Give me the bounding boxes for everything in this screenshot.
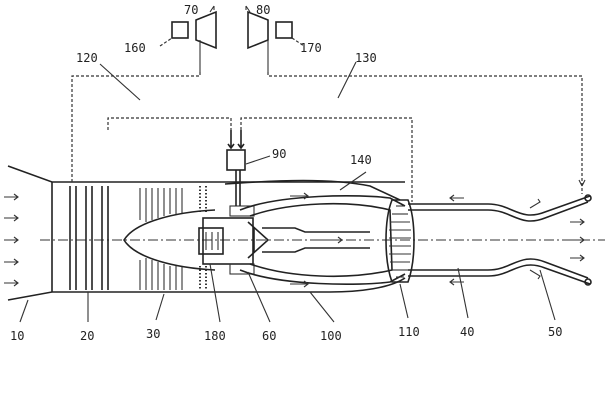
label-80: 80 (256, 3, 270, 17)
supply-line-120 (71, 72, 232, 182)
label-170: 170 (300, 41, 322, 55)
label-180: 180 (204, 329, 226, 343)
nose-cone (123, 209, 216, 271)
label-10: 10 (10, 329, 24, 343)
label-140: 140 (350, 153, 372, 167)
compressor-stages (139, 188, 183, 290)
engine-casing (7, 165, 405, 301)
label-60: 60 (262, 329, 276, 343)
label-160: 160 (124, 41, 146, 55)
label-70: 70 (184, 3, 198, 17)
exhaust-flow-arrows (449, 194, 585, 286)
turbine-80 (245, 5, 305, 72)
label-50: 50 (548, 325, 562, 339)
label-120: 120 (76, 51, 98, 65)
label-100: 100 (320, 329, 342, 343)
arrow-120 (578, 179, 586, 187)
fuel-injector (226, 130, 246, 206)
exhaust-nozzle (408, 194, 592, 286)
inlet-flow-arrows (4, 193, 19, 287)
bypass-duct-lower (200, 277, 406, 293)
bypass-duct (224, 179, 401, 201)
label-40: 40 (460, 325, 474, 339)
label-130: 130 (355, 51, 377, 65)
turbine-70 (159, 5, 217, 72)
label-30: 30 (146, 327, 160, 341)
supply-line-130 (240, 72, 583, 202)
heat-exchanger (385, 199, 415, 283)
engine-core (198, 205, 270, 275)
leader-lines (19, 61, 556, 323)
label-90: 90 (272, 147, 286, 161)
label-110: 110 (398, 325, 420, 339)
fan-blades (69, 186, 109, 290)
internal-flow-arrows (290, 192, 343, 288)
label-20: 20 (80, 329, 94, 343)
combustion-chamber (239, 194, 406, 286)
